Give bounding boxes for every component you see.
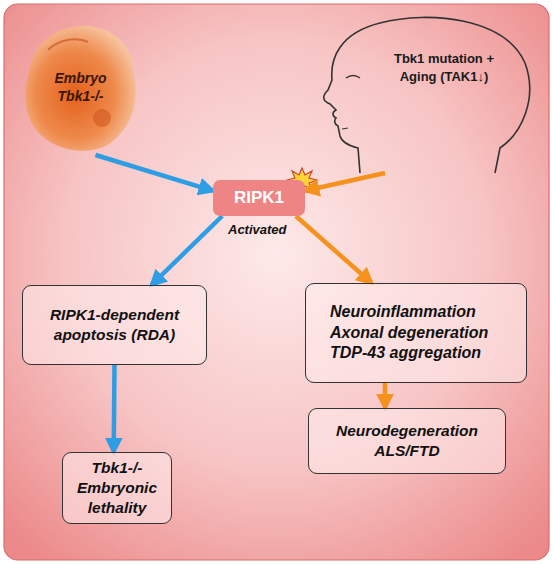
embryo-illustration: Embryo Tbk1-/- — [18, 20, 143, 155]
node-text: RIPK1-dependent apoptosis (RDA) — [31, 305, 198, 345]
head-illustration: Tbk1 mutation + Aging (TAK1↓) — [290, 8, 540, 173]
flow-arrow — [296, 216, 372, 283]
flow-arrow — [383, 383, 388, 408]
protein-box: RIPK1 — [213, 180, 305, 216]
flow-arrow — [152, 216, 223, 285]
process-box: Neuroinflammation Axonal degeneration TD… — [305, 283, 527, 383]
flow-arrow — [96, 155, 214, 191]
protein-name: RIPK1 — [234, 188, 284, 208]
head-outline — [290, 8, 540, 173]
outcome-box: Tbk1-/- Embryonic lethality — [62, 452, 172, 524]
outcome-box: Neurodegeneration ALS/FTD — [308, 408, 506, 474]
node-text: Tbk1 mutation + Aging (TAK1↓) — [390, 50, 498, 85]
node-text: Tbk1-/- Embryonic lethality — [71, 458, 163, 518]
flow-arrow — [111, 365, 116, 452]
flow-arrow — [305, 173, 385, 191]
state-label: Activated — [228, 222, 287, 237]
node-text: Neuroinflammation Axonal degeneration TD… — [330, 302, 502, 364]
node-text: Neurodegeneration ALS/FTD — [317, 421, 497, 461]
process-box: RIPK1-dependent apoptosis (RDA) — [22, 285, 207, 365]
background-frame — [4, 4, 549, 560]
node-text: Embryo Tbk1-/- — [46, 70, 116, 105]
